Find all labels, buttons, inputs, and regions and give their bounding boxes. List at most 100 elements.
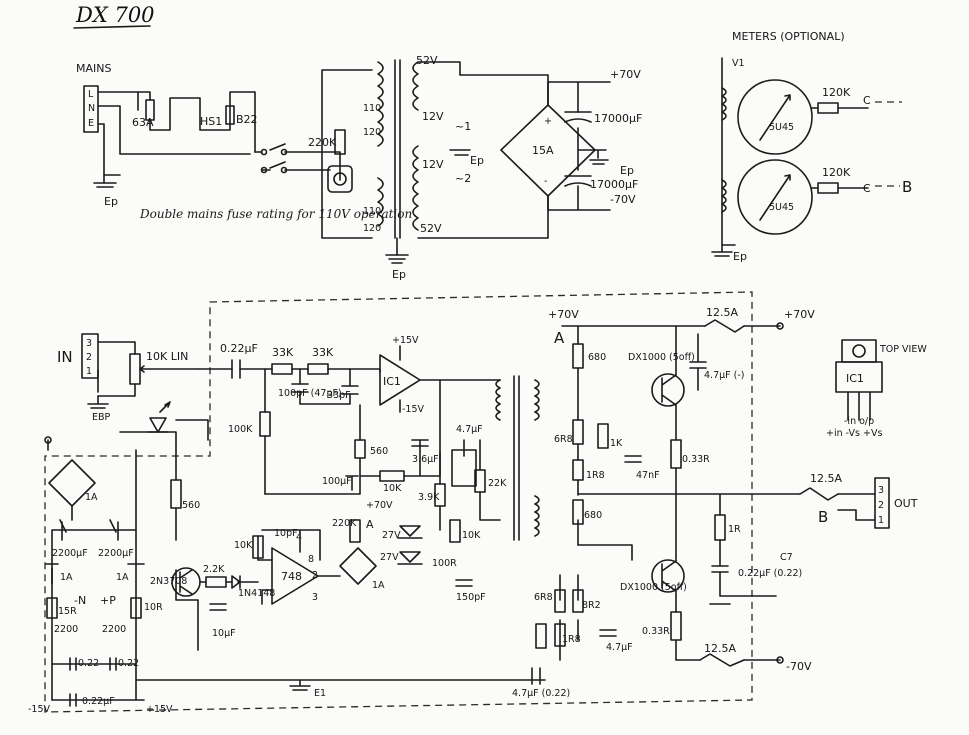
cap-33p-label: 33pF [327,390,351,401]
meter-1-type: 5U45 [769,122,794,133]
res-560-a [354,439,366,459]
res-2k2 [205,576,227,588]
output-emitter-wire-bot [675,493,781,661]
meters-earth-symbol [711,244,733,257]
neon-indicator [327,165,353,193]
rail-bot-terminal [776,656,784,664]
res-10k-ic2-label: 10K [234,540,253,551]
aux-out-2: ~2 [455,172,471,185]
meter-2-type: 5U45 [769,202,794,213]
meter-v1-label: V1 [732,58,745,69]
in-pin-2: 2 [86,352,92,363]
res-10k-a [379,470,405,482]
cap-4u7-bot-label: 4.7μF [606,642,633,653]
ic1-topview-name: IC1 [846,372,864,385]
fuse-chain-wiring [137,91,256,153]
res-33k-1-label: 33K [272,346,294,359]
res-1r8-a [572,459,584,481]
cap-4u7-top [689,333,707,391]
res-680-b-label: 680 [584,510,602,521]
cap-4u7-bot [599,629,617,637]
fuse-63a [145,99,155,121]
output-lower-wiring [559,544,633,661]
aux-cap-022-2: 0.22 [118,658,139,669]
output-connector [874,477,890,529]
psu-cap-2-label: 17000μF [590,178,638,191]
mains-earth-symbol [93,174,117,188]
aux-res-10r-label: 10R [144,602,163,613]
output-node-a: A [554,329,565,347]
ic2-pin2: 2 [312,570,318,581]
input-pot [129,353,141,385]
driver-wiring [119,419,209,651]
cap-10u [209,603,227,611]
tap-120-mid: 120 [363,127,381,138]
svg-text:-: - [544,176,547,187]
tap-110-bot: 110 [363,206,381,217]
mains-neutral-pin: N [88,103,95,114]
ic1-opamp [379,354,421,406]
ic2-label: 748 [281,570,302,583]
res-560-b [170,479,182,509]
psu-minus-rail: -70V [610,193,636,206]
rail-70v-small: +70V [366,500,393,511]
secondary-12v-bot: 12V [422,158,444,171]
res-560-a-label: 560 [370,446,388,457]
res-33k-2 [307,363,329,375]
out-pin-2: 2 [878,500,884,511]
psu-earth-symbol [577,149,609,165]
vbe-multiplier-block [451,449,477,487]
aux-cap-022-3: 0.22μF [82,696,115,707]
aux-input-node [44,436,52,444]
input-pot-label: 10K LIN [146,350,188,363]
resistor-220k-mains [334,129,346,155]
mains-label: MAINS [76,62,111,75]
mains-transformer [377,59,419,264]
dx1000-bot-label: DX1000 (5off) [620,582,687,593]
ic1-pins-label: -in o/p [844,416,874,427]
bias-wiring [439,379,501,531]
psu-rail-wiring [547,81,611,211]
ic1-label: IC1 [383,375,401,388]
tap-120-bot: 120 [363,223,381,234]
zener-2 [397,551,423,565]
psu-cap-1 [564,111,592,123]
mains-live-pin: L [88,89,94,100]
cap-150p-label: 150pF [456,592,486,603]
transistor-2n3708-label: 2N3708 [150,576,187,587]
res-680-b [572,499,584,525]
aux-cap-1-label: 2200μF [52,548,88,559]
meter-res-2-label: 120K [822,166,851,179]
rail-top-terminal [776,322,784,330]
meter-dashed-leads [875,101,902,187]
res-033-top-label: 0.33R [682,454,710,465]
dx1000-top-label: DX1000 (5off) [628,352,695,363]
res-6r8-a-label: 6R8 [554,434,573,445]
psu-cap-1-label: 17000μF [594,112,642,125]
zobel-earth [709,571,777,605]
cap-100u [345,475,359,491]
res-220k-a [349,519,361,543]
res-33k-1 [271,363,293,375]
bridge-1a-amp [339,547,377,585]
input-earth-symbol [87,395,109,409]
fuse-bot [699,653,745,667]
zener-2-label: 27V [380,552,399,563]
aux-bottom-cap [51,693,145,707]
input-connector [81,333,99,379]
aux-neg-label: -N [74,594,86,607]
ground-bus [135,679,546,691]
aux-fuse-1-label: 1A [60,572,73,583]
res-10k-ic2 [252,535,264,559]
res-560-b-label: 560 [182,500,200,511]
meters-earth-label: Ep [733,250,747,263]
res-6r8-a [572,419,584,445]
res-680-a [572,343,584,369]
aux-decoupling [51,657,137,671]
zobel-c7-label: C7 [780,552,793,563]
res-033-top [670,439,682,469]
ic1-top-view [835,339,883,421]
meters-common-wire [721,57,736,246]
res-6r8-b-label: 6R8 [534,592,553,603]
